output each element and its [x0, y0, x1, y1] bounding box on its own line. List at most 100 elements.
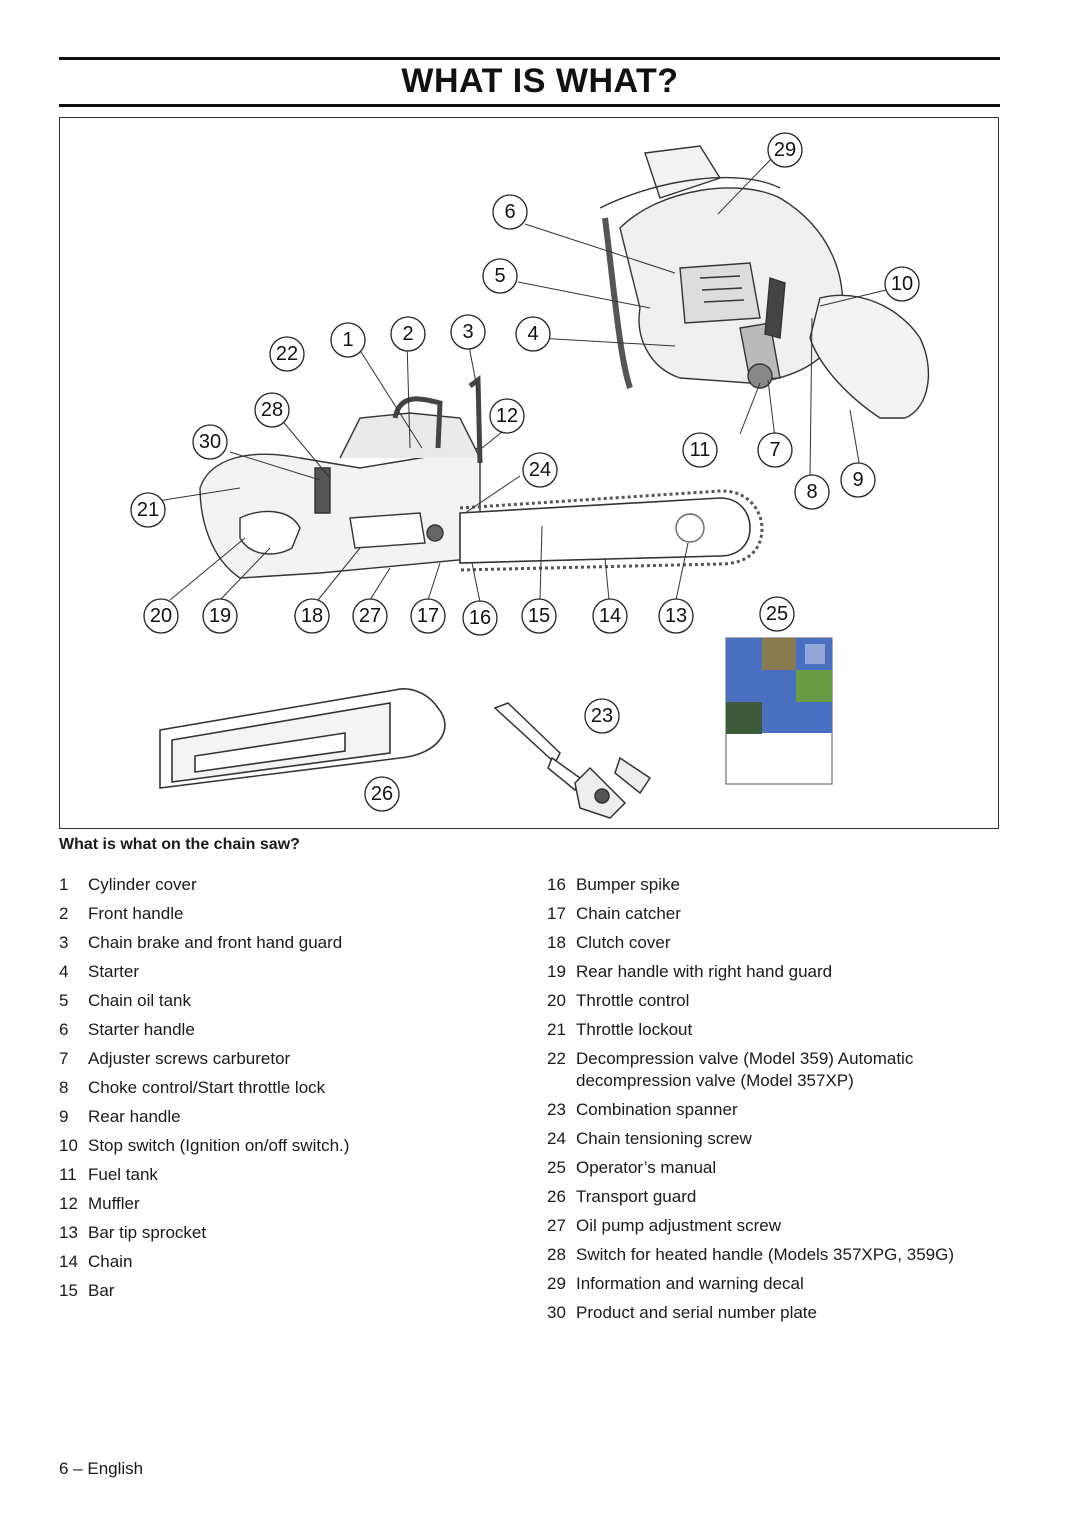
- part-number: 27: [547, 1216, 566, 1235]
- callout-number: 24: [529, 459, 551, 481]
- callout-circle: [192, 424, 228, 460]
- callout-circle: [130, 492, 166, 528]
- callout-28: 28: [254, 392, 290, 428]
- callout-4: 4: [515, 316, 551, 352]
- part-number: 13: [59, 1223, 78, 1242]
- part-name: Cylinder cover: [88, 875, 197, 894]
- callout-6: 6: [492, 194, 528, 230]
- callout-number: 18: [301, 605, 323, 627]
- callout-circle: [522, 452, 558, 488]
- callout-number: 17: [417, 605, 439, 627]
- part-item: 27 Oil pump adjustment screw: [547, 1215, 987, 1237]
- callout-number: 16: [469, 607, 491, 629]
- callout-30: 30: [192, 424, 228, 460]
- callout-2: 2: [390, 316, 426, 352]
- callout-number: 4: [527, 323, 538, 345]
- callout-24: 24: [522, 452, 558, 488]
- callout-circle: [254, 392, 290, 428]
- part-name: Bar: [88, 1281, 115, 1300]
- title-rule-top: [59, 57, 1000, 60]
- page-title: WHAT IS WHAT?: [401, 62, 679, 100]
- callout-18: 18: [294, 598, 330, 634]
- part-number: 10: [59, 1136, 78, 1155]
- part-number: 12: [59, 1194, 78, 1213]
- callout-14: 14: [592, 598, 628, 634]
- callout-17: 17: [410, 598, 446, 634]
- callout-circle: [489, 398, 525, 434]
- part-number: 7: [59, 1049, 69, 1068]
- callout-23: 23: [584, 698, 620, 734]
- callout-circle: [482, 258, 518, 294]
- part-number: 2: [59, 904, 69, 923]
- callout-7: 7: [757, 432, 793, 468]
- callout-number: 29: [774, 139, 796, 161]
- callout-26: 26: [364, 776, 400, 812]
- part-name: Throttle control: [576, 991, 690, 1010]
- part-number: 20: [547, 991, 566, 1010]
- callout-number: 23: [591, 705, 613, 727]
- operators-manual-drawing: [725, 637, 833, 785]
- callout-circle: [767, 132, 803, 168]
- callout-circle: [682, 432, 718, 468]
- callout-8: 8: [794, 474, 830, 510]
- part-name: Bumper spike: [576, 875, 680, 894]
- callout-circle: [410, 598, 446, 634]
- part-name: Front handle: [88, 904, 184, 923]
- part-item: 11 Fuel tank: [59, 1164, 519, 1186]
- callout-circle: [492, 194, 528, 230]
- callout-circle: [515, 316, 551, 352]
- part-number: 4: [59, 962, 69, 981]
- part-name: Combination spanner: [576, 1100, 738, 1119]
- callout-circle: [364, 776, 400, 812]
- callout-number: 27: [359, 605, 381, 627]
- part-name: Decompression valve (Model 359) Automati…: [576, 1049, 914, 1090]
- part-name: Chain oil tank: [88, 991, 192, 1010]
- part-number: 18: [547, 933, 566, 952]
- callout-22: 22: [269, 336, 305, 372]
- saw-rear-view-drawing: [599, 145, 930, 419]
- callout-number: 25: [766, 603, 788, 625]
- part-number: 22: [547, 1049, 566, 1068]
- part-name: Fuel tank: [88, 1165, 158, 1184]
- part-name: Rear handle with right hand guard: [576, 962, 833, 981]
- figure-caption: What is what on the chain saw?: [59, 836, 300, 853]
- callout-number: 26: [371, 783, 393, 805]
- callout-circle: [884, 266, 920, 302]
- part-name: Oil pump adjustment screw: [576, 1216, 782, 1235]
- callout-circle: [294, 598, 330, 634]
- part-number: 5: [59, 991, 69, 1010]
- callout-number: 28: [261, 399, 283, 421]
- callout-circle: [757, 432, 793, 468]
- part-number: 11: [59, 1165, 77, 1184]
- page-footer: 6 – English: [59, 1459, 144, 1478]
- part-item: 12 Muffler: [59, 1193, 519, 1215]
- callout-number: 9: [852, 469, 863, 491]
- callout-number: 8: [806, 481, 817, 503]
- part-name: Muffler: [88, 1194, 140, 1213]
- callout-number: 15: [528, 605, 550, 627]
- part-name: Switch for heated handle (Models 357XPG,…: [576, 1245, 954, 1264]
- part-number: 3: [59, 933, 69, 952]
- part-name: Transport guard: [576, 1187, 697, 1206]
- callout-number: 19: [209, 605, 231, 627]
